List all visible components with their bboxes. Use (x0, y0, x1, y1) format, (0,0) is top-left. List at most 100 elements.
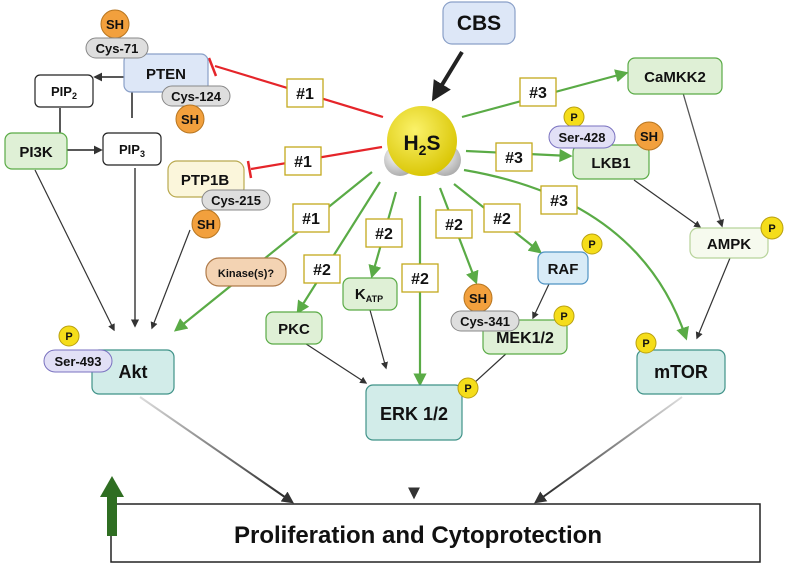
ampk-label: AMPK (707, 236, 751, 253)
pten-label: PTEN (146, 66, 186, 83)
marker-katp: #2 (365, 218, 403, 248)
residue-cys341: Cys-341 (460, 314, 510, 329)
sh-label-cys124: SH (181, 112, 199, 127)
katp-node: KATP (342, 277, 398, 311)
p-label-raf: P (588, 239, 595, 251)
sh-label-lkb1: SH (640, 129, 658, 144)
pi3k-label: PI3K (19, 144, 53, 161)
svg-text:#3: #3 (529, 85, 547, 102)
svg-text:#3: #3 (550, 193, 568, 210)
sh-badge-cys215 (191, 209, 221, 239)
residue-ser493: Ser-493 (55, 354, 102, 369)
ser428-tag: P Ser-428 SH (548, 106, 664, 151)
cbs-label: CBS (457, 12, 501, 35)
svg-text:#3: #3 (505, 150, 523, 167)
ptp1b-label: PTP1B (181, 172, 230, 189)
edge-lkb1-ampk (633, 179, 702, 228)
p-badge-mek (553, 305, 575, 327)
residue-cys124: Cys-124 (171, 89, 222, 104)
edge-h2s-akt (173, 171, 373, 332)
marker-ptp1b: #1 (284, 146, 322, 176)
h2s-sulfur (387, 106, 457, 176)
up-arrow-icon (100, 476, 124, 497)
ser493-tag: P Ser-493 (43, 325, 113, 373)
svg-text:#1: #1 (296, 86, 314, 103)
outcome-box: Proliferation and Cytoprotection (100, 476, 761, 563)
svg-text:#2: #2 (411, 271, 429, 288)
lkb1-label: LKB1 (591, 155, 630, 172)
svg-text:#1: #1 (302, 211, 320, 228)
pip3-label: PIP3 (119, 142, 145, 159)
p-label-mek: P (560, 311, 567, 323)
pip2-label: PIP2 (51, 84, 77, 101)
mtor-node: mTOR P (635, 332, 726, 395)
edge-camkk2-ampk (682, 92, 724, 228)
marker-erk: #2 (401, 263, 439, 293)
sh-badge-lkb1 (634, 121, 664, 151)
cbs-node: CBS (442, 1, 516, 45)
edge-cbs-h2s (431, 50, 464, 102)
svg-text:#2: #2 (313, 262, 331, 279)
up-arrow-shaft (107, 494, 117, 536)
pip2-node: PIP2 (34, 74, 94, 108)
edges (34, 50, 731, 504)
pten-node: PTEN (123, 53, 209, 93)
lkb1-node: LKB1 (572, 144, 650, 180)
sh-label-cys71: SH (106, 17, 124, 32)
erk-node: ERK 1/2 P (365, 377, 479, 441)
camkk2-label: CaMKK2 (644, 69, 706, 86)
marker-pkc: #2 (303, 254, 341, 284)
camkk2-node: CaMKK2 (627, 57, 723, 95)
raf-label: RAF (548, 261, 579, 278)
h2s-molecule: H2S (384, 106, 461, 176)
h2s-label: H2S (404, 132, 441, 158)
kinase-label: Kinase(s)? (218, 268, 275, 280)
marker-lkb1: #3 (495, 142, 533, 172)
edge-pten-bar (207, 57, 218, 77)
marker-mtor: #3 (540, 185, 578, 215)
edge-mtor-outcome (534, 396, 683, 504)
ptp1b-node: PTP1B (167, 160, 245, 198)
erk-label: ERK 1/2 (380, 404, 448, 424)
marker-raf: #2 (483, 203, 521, 233)
pi3k-node: PI3K (4, 132, 68, 170)
akt-label: Akt (118, 362, 147, 382)
mechanism-markers: #1 #1 #1 #2 #2 #2 #2 #2 (284, 77, 578, 293)
p-label-ampk: P (768, 223, 775, 235)
raf-node: RAF P (537, 233, 603, 285)
cys341-tag: SH Cys-341 (450, 283, 520, 332)
sh-label-cys341: SH (469, 291, 487, 306)
katp-label: KATP (355, 286, 383, 304)
mtor-label: mTOR (654, 362, 708, 382)
cys124-tag: Cys-124 SH (161, 85, 231, 134)
p-badge-erk (457, 377, 479, 399)
p-badge-mtor (635, 332, 657, 354)
p-badge-ser493 (58, 325, 80, 347)
p-label-mtor: P (642, 338, 649, 350)
p-badge-raf (581, 233, 603, 255)
cys215-tag: Cys-215 SH (191, 189, 271, 239)
ampk-node: AMPK P (689, 216, 784, 259)
svg-text:#2: #2 (493, 211, 511, 228)
residue-ser428: Ser-428 (559, 130, 606, 145)
marker-pten: #1 (286, 78, 324, 108)
edge-pkc-erk (299, 339, 368, 384)
mek-label: MEK1/2 (496, 330, 554, 347)
marker-camkk2: #3 (519, 77, 557, 107)
outcome-label: Proliferation and Cytoprotection (234, 522, 602, 549)
p-label-erk: P (464, 383, 471, 395)
p-label-ser428: P (570, 112, 577, 124)
residue-cys71: Cys-71 (96, 41, 139, 56)
edge-akt-outcome (139, 396, 294, 504)
svg-text:#1: #1 (294, 154, 312, 171)
edge-raf-mek (532, 283, 550, 320)
svg-text:#2: #2 (445, 217, 463, 234)
marker-mek: #2 (435, 209, 473, 239)
edge-pi3k-akt (34, 169, 115, 332)
edge-h2s-mtor (463, 168, 689, 341)
marker-akt: #1 (292, 203, 330, 233)
mek-node: MEK1/2 P (482, 305, 575, 355)
kinase-node: Kinase(s)? (205, 257, 287, 287)
